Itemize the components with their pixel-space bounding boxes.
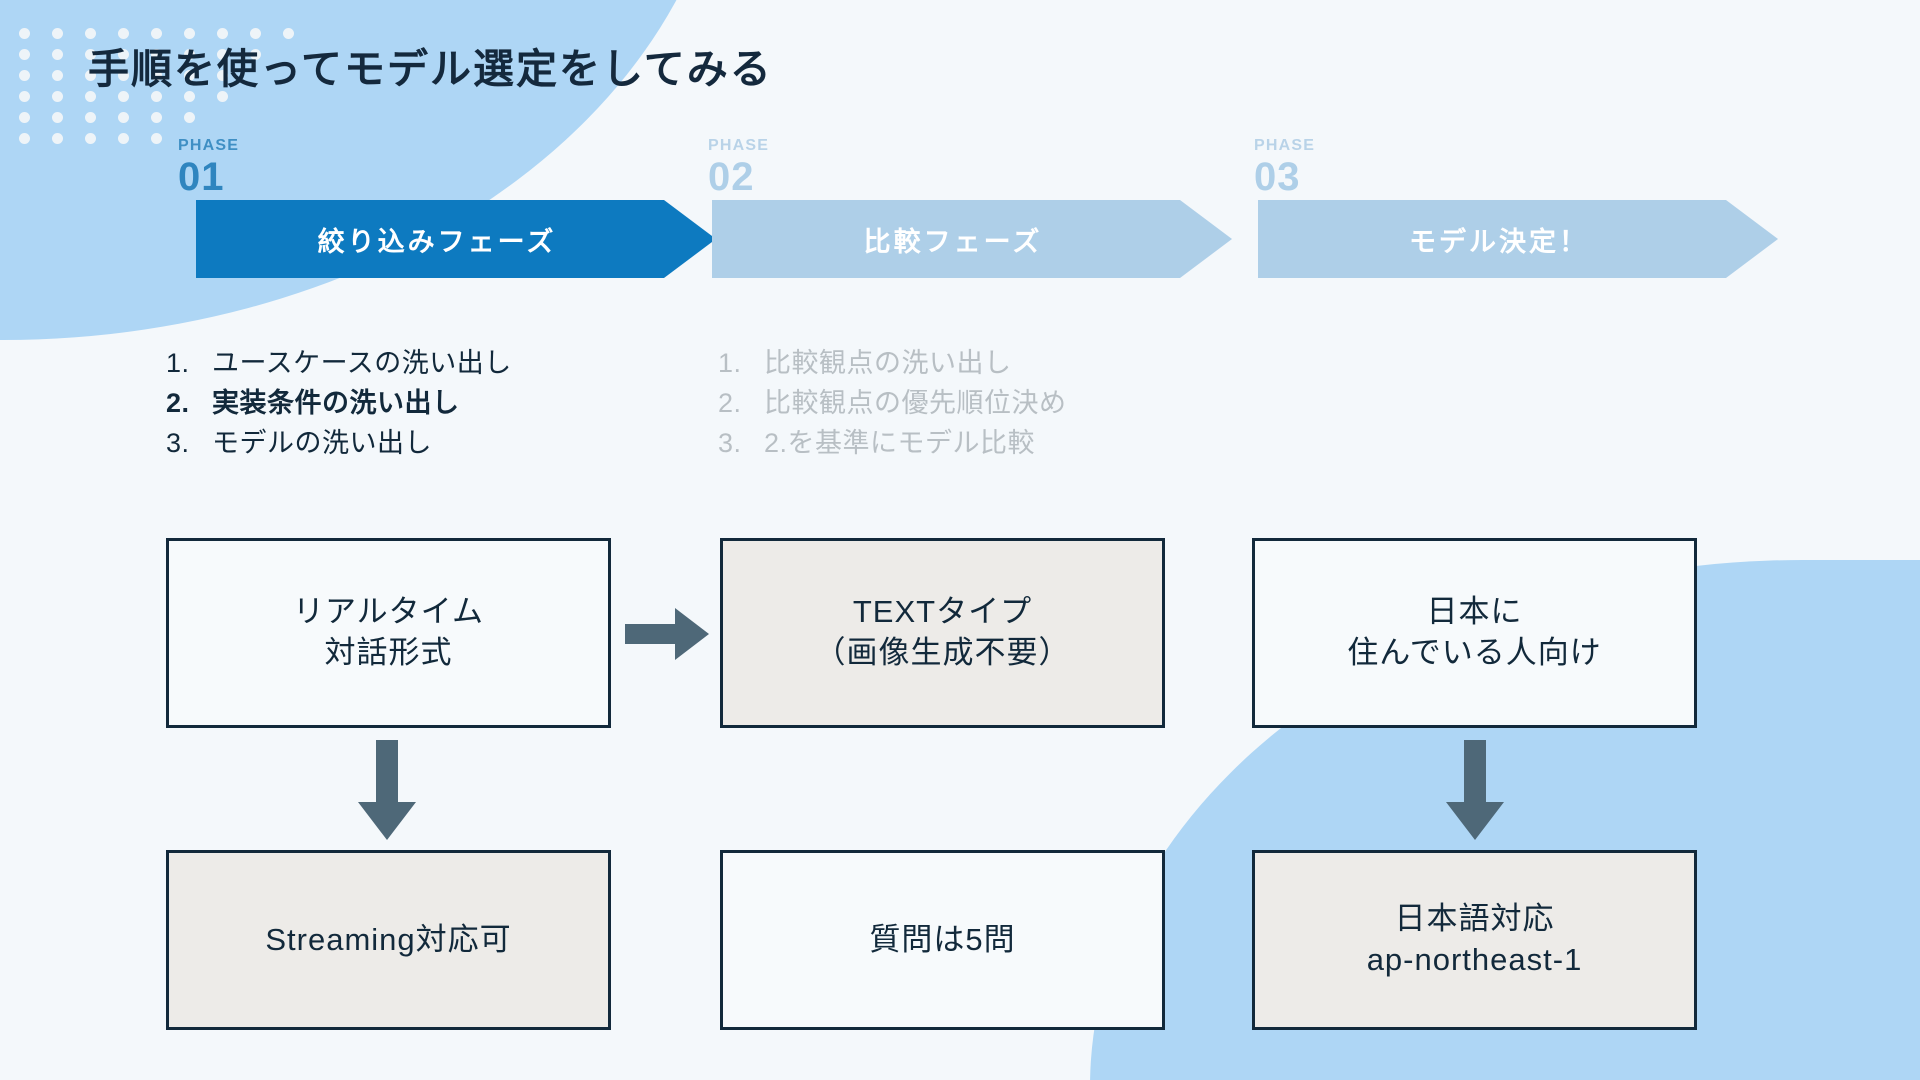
phase-label-03: モデル決定！ bbox=[1409, 226, 1589, 257]
dot bbox=[118, 133, 129, 144]
phase-chevron-01-shape bbox=[196, 200, 716, 278]
phase-column-02: PHASE 02 bbox=[708, 137, 1248, 199]
list-item-label: 比較観点の優先順位決め bbox=[764, 387, 1067, 418]
condition-box-questions[interactable]: 質問は5問 bbox=[720, 850, 1165, 1030]
dot bbox=[118, 91, 129, 102]
dot bbox=[85, 112, 96, 123]
phase-number-02: 02 bbox=[708, 155, 755, 199]
dot bbox=[184, 49, 195, 60]
condition-box-realtime[interactable]: リアルタイム 対話形式 bbox=[166, 538, 611, 728]
dot bbox=[19, 28, 30, 39]
dot bbox=[184, 91, 195, 102]
list-item-label: 実装条件の洗い出し bbox=[212, 387, 460, 418]
list-item-number: 2. bbox=[718, 387, 742, 418]
dot bbox=[151, 133, 162, 144]
arrow-right-icon bbox=[625, 608, 709, 660]
list-item-number: 3. bbox=[718, 427, 742, 458]
dot bbox=[52, 91, 63, 102]
dot bbox=[151, 91, 162, 102]
phase-chevron-01[interactable]: 絞り込みフェーズ bbox=[196, 200, 716, 278]
list-item-label: ユースケースの洗い出し bbox=[212, 348, 512, 378]
dot bbox=[217, 70, 228, 81]
page-title: 手順を使ってモデル選定をしてみる bbox=[88, 46, 773, 92]
list-item: 3. モデルの洗い出し bbox=[166, 424, 512, 464]
list-item-number: 2. bbox=[166, 387, 190, 418]
dot bbox=[118, 112, 129, 123]
dot bbox=[85, 28, 96, 39]
arrow-down-icon-streaming bbox=[358, 740, 416, 840]
dot bbox=[52, 112, 63, 123]
list-item: 1. ユースケースの洗い出し bbox=[166, 344, 512, 384]
phase-chevron-02-shape bbox=[712, 200, 1232, 278]
dot bbox=[19, 49, 30, 60]
dot bbox=[151, 112, 162, 123]
arrow-down-icon-japanese-region bbox=[1446, 740, 1504, 840]
phase-kicker-02: PHASE bbox=[708, 137, 770, 154]
list-item-number: 1. bbox=[166, 348, 190, 378]
dot bbox=[85, 49, 96, 60]
dot bbox=[184, 112, 195, 123]
phase-label-01: 絞り込みフェーズ bbox=[317, 226, 557, 257]
condition-box-japan-users[interactable]: 日本に 住んでいる人向け bbox=[1252, 538, 1697, 728]
dot bbox=[52, 28, 63, 39]
list-item: 3. 2.を基準にモデル比較 bbox=[718, 424, 1067, 464]
dot bbox=[19, 70, 30, 81]
phase-kicker-03: PHASE bbox=[1254, 137, 1316, 154]
dot bbox=[250, 49, 261, 60]
dot bbox=[52, 70, 63, 81]
dot bbox=[118, 28, 129, 39]
dot bbox=[19, 112, 30, 123]
dot bbox=[52, 49, 63, 60]
phase-label-02: 比較フェーズ bbox=[863, 226, 1043, 257]
dot bbox=[118, 70, 129, 81]
list-item-number: 1. bbox=[718, 348, 742, 378]
dot bbox=[85, 91, 96, 102]
list-item-label: 比較観点の洗い出し bbox=[764, 348, 1012, 378]
dot bbox=[151, 49, 162, 60]
dot bbox=[118, 49, 129, 60]
list-item-label: 2.を基準にモデル比較 bbox=[764, 427, 1036, 458]
dot bbox=[19, 133, 30, 144]
dot bbox=[217, 28, 228, 39]
dot bbox=[250, 28, 261, 39]
phase-kicker-01: PHASE bbox=[178, 137, 240, 154]
dot bbox=[184, 70, 195, 81]
phase-number-03: 03 bbox=[1254, 155, 1301, 199]
list-item-number: 3. bbox=[166, 427, 190, 458]
condition-box-text-type[interactable]: TEXTタイプ （画像生成不要） bbox=[720, 538, 1165, 728]
phase-column-01: PHASE 01 bbox=[178, 137, 718, 199]
dot bbox=[217, 49, 228, 60]
dot bbox=[19, 91, 30, 102]
dot bbox=[85, 133, 96, 144]
phase-01-step-list: 1. ユースケースの洗い出し 2. 実装条件の洗い出し 3. モデルの洗い出し bbox=[166, 344, 512, 464]
dot bbox=[283, 28, 294, 39]
list-item-label: モデルの洗い出し bbox=[212, 427, 432, 458]
list-item: 2. 比較観点の優先順位決め bbox=[718, 384, 1067, 424]
dot bbox=[85, 70, 96, 81]
dot-pattern bbox=[0, 28, 386, 144]
dot bbox=[52, 133, 63, 144]
list-item: 1. 比較観点の洗い出し bbox=[718, 344, 1067, 384]
dot bbox=[217, 91, 228, 102]
dot bbox=[151, 70, 162, 81]
dot bbox=[151, 28, 162, 39]
phase-02-step-list: 1. 比較観点の洗い出し 2. 比較観点の優先順位決め 3. 2.を基準にモデル… bbox=[718, 344, 1067, 464]
phase-column-03: PHASE 03 bbox=[1254, 137, 1794, 199]
phase-chevron-02[interactable]: 比較フェーズ bbox=[712, 200, 1232, 278]
list-item: 2. 実装条件の洗い出し bbox=[166, 384, 512, 424]
phase-chevron-03[interactable]: モデル決定！ bbox=[1258, 200, 1778, 278]
condition-box-japanese-region[interactable]: 日本語対応 ap-northeast-1 bbox=[1252, 850, 1697, 1030]
condition-box-streaming[interactable]: Streaming対応可 bbox=[166, 850, 611, 1030]
phase-track: PHASE 01 絞り込みフェーズ PHASE 02 比較フェーズ PHASE … bbox=[0, 138, 1920, 298]
phase-chevron-03-shape bbox=[1258, 200, 1778, 278]
phase-number-01: 01 bbox=[178, 155, 225, 199]
dot bbox=[184, 28, 195, 39]
